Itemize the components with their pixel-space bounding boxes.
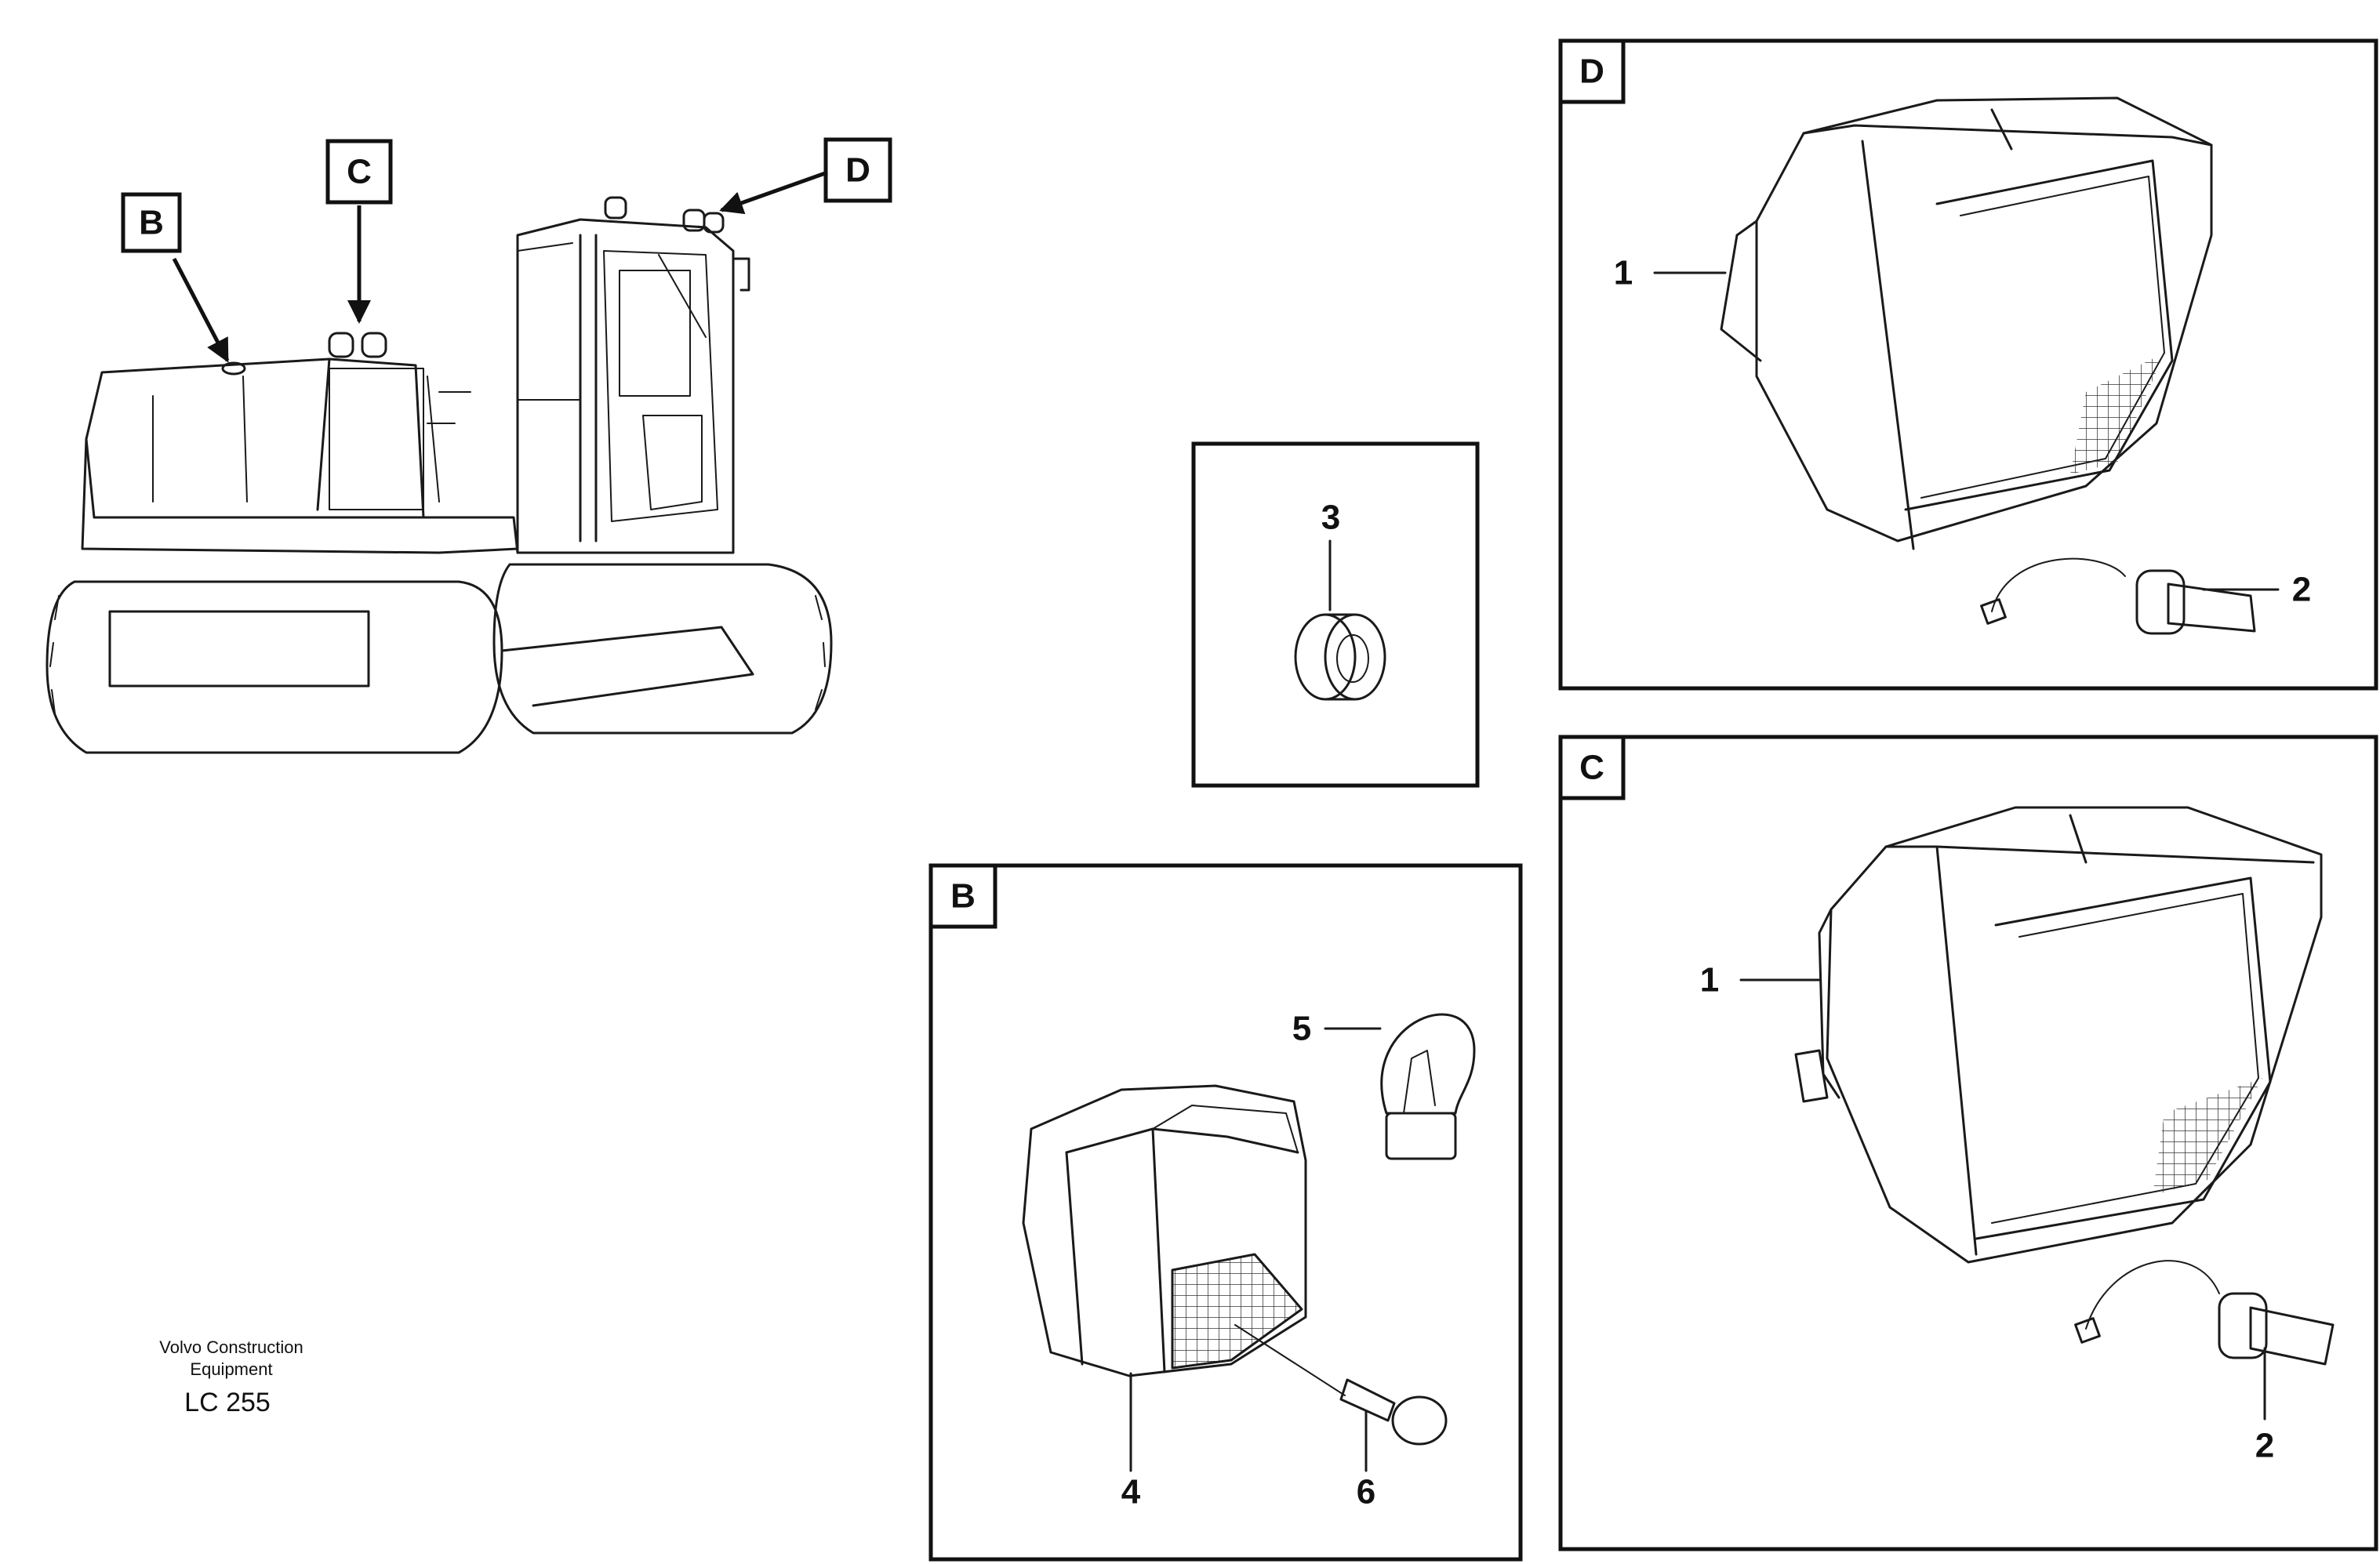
work-lamp-d — [1720, 96, 2213, 550]
grommet-panel: 3 — [1191, 441, 1480, 788]
leader-arrow-d — [719, 170, 828, 215]
work-lamp-c — [1794, 806, 2323, 1264]
part-number-5: 5 — [1292, 1010, 1311, 1048]
lamp-bulb-b — [1380, 1013, 1476, 1160]
part-number-3: 3 — [1321, 499, 1340, 537]
excavator-overview: B C D — [45, 137, 892, 754]
part-number-4: 4 — [1121, 1473, 1141, 1511]
company-name: Volvo Construction — [159, 1337, 303, 1357]
svg-text:B: B — [950, 877, 976, 916]
panel-d: D 1 2 — [1558, 38, 2378, 691]
bulb-assembly-d — [1980, 557, 2256, 635]
panel-b: B 5 4 6 — [928, 863, 1523, 1562]
leader-arrow-b — [172, 257, 230, 363]
rear-lamp — [1022, 1084, 1307, 1377]
svg-text:D: D — [845, 151, 870, 190]
part-number-2-d: 2 — [2292, 571, 2311, 609]
callout-d-overview: D — [823, 137, 892, 203]
mounting-screw — [1234, 1324, 1448, 1446]
cab — [516, 196, 750, 554]
upper-structure — [81, 357, 519, 554]
company-subtitle: Equipment — [190, 1359, 272, 1379]
part-number-1-c: 1 — [1700, 961, 1719, 1000]
drawing-code: LC 255 — [184, 1388, 271, 1417]
callout-c-overview: C — [325, 139, 393, 205]
grommet-part — [1294, 613, 1386, 701]
panel-c: C 1 2 — [1558, 735, 2378, 1551]
svg-text:B: B — [139, 204, 164, 242]
hood-work-lamps — [328, 332, 387, 358]
part-number-6: 6 — [1357, 1473, 1375, 1511]
part-number-2-c: 2 — [2255, 1427, 2274, 1465]
bulb-assembly-c — [2074, 1260, 2335, 1366]
track-right — [492, 563, 833, 735]
svg-text:C: C — [347, 153, 372, 191]
footer-block: Volvo Construction Equipment LC 255 — [159, 1337, 303, 1417]
svg-text:D: D — [1579, 53, 1604, 91]
svg-text:C: C — [1579, 749, 1604, 787]
callout-b-overview: B — [121, 192, 182, 253]
part-number-1-d: 1 — [1614, 254, 1633, 292]
track-left — [45, 580, 503, 754]
